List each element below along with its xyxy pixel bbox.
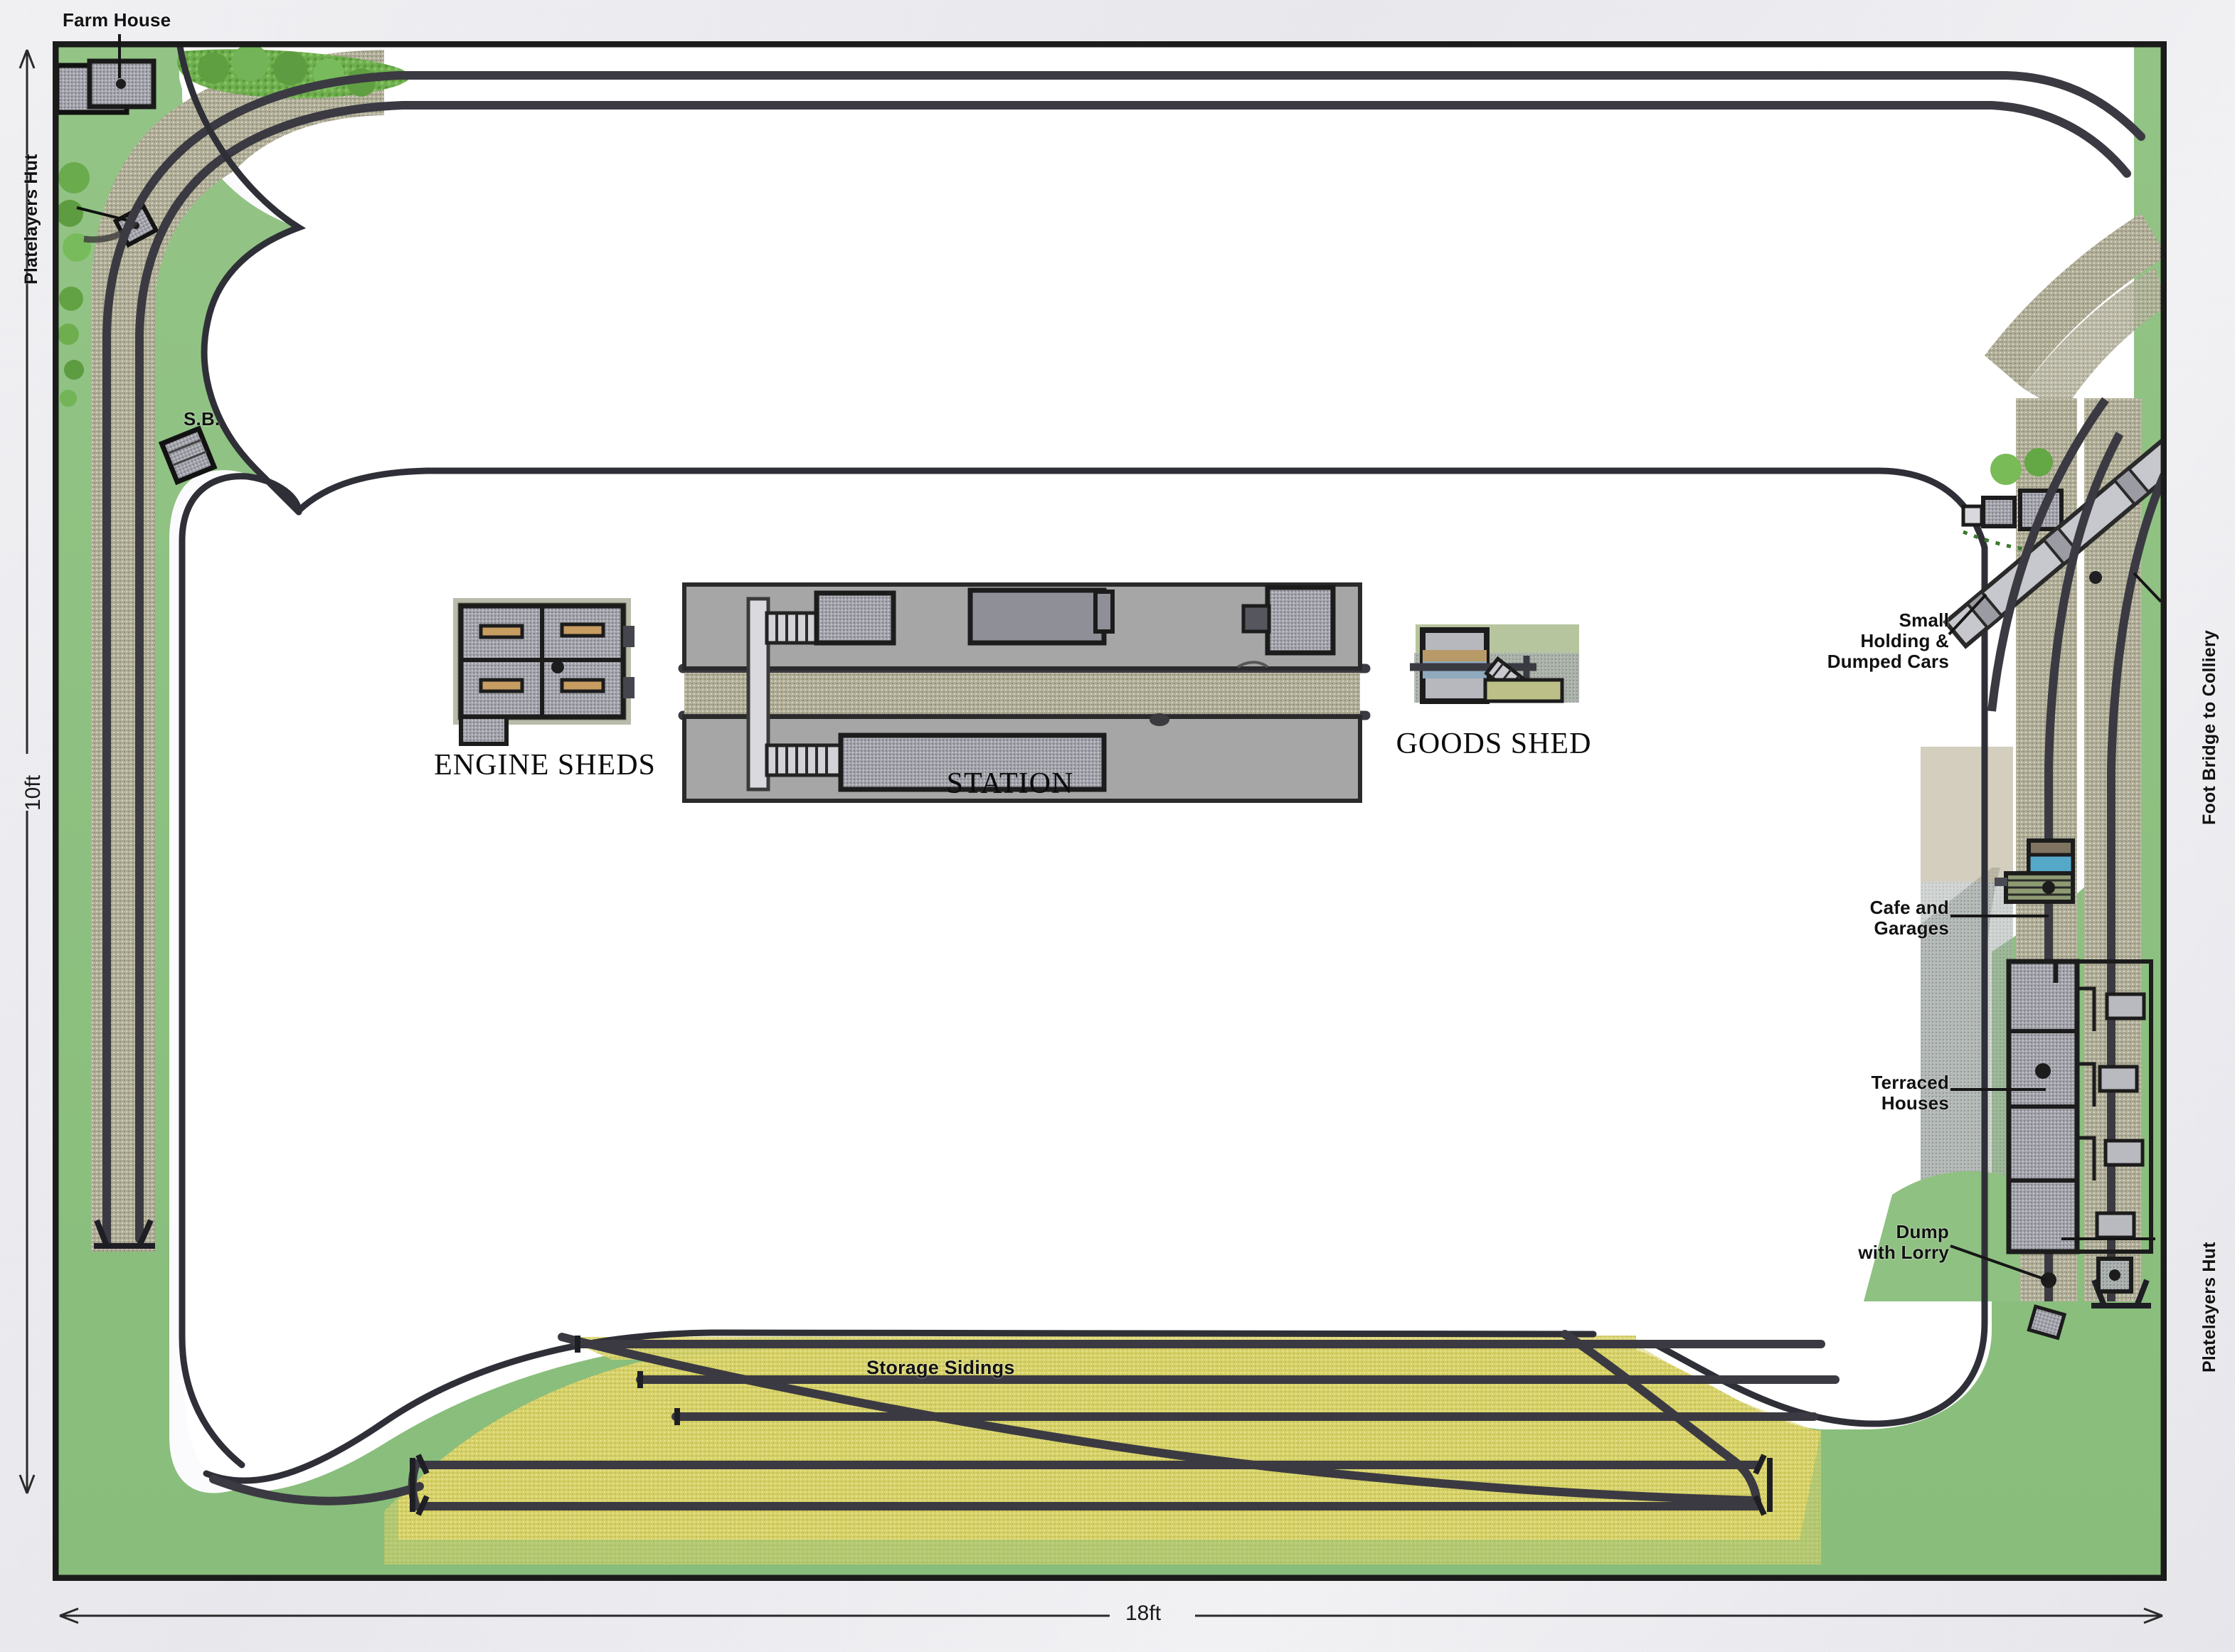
label-small-holding-dumped-cars: Small Holding & Dumped Cars <box>1827 609 1949 673</box>
label-farm-house: Farm House <box>63 9 171 31</box>
label-signal-box: S.B. <box>184 408 221 430</box>
label-dump-with-lorry: Dump with Lorry <box>1858 1221 1949 1264</box>
label-cafe-and-garages: Cafe and Garages <box>1869 897 1949 939</box>
label-storage-sidings: Storage Sidings <box>866 1357 1015 1378</box>
dimension-width: 18ft <box>1125 1602 1162 1625</box>
label-engine-sheds: ENGINE SHEDS <box>434 749 656 782</box>
label-platelayers-hut-left: Platelayers Hut <box>21 154 41 284</box>
label-foot-bridge-to-colliery: Foot Bridge to Colliery <box>2199 629 2219 825</box>
label-goods-shed: GOODS SHED <box>1396 728 1592 760</box>
label-platelayers-hut-right: Platelayers Hut <box>2199 1242 2219 1373</box>
dimension-height: 10ft <box>21 774 45 811</box>
label-station: STATION <box>946 767 1074 800</box>
label-terraced-houses: Terraced Houses <box>1871 1072 1949 1114</box>
